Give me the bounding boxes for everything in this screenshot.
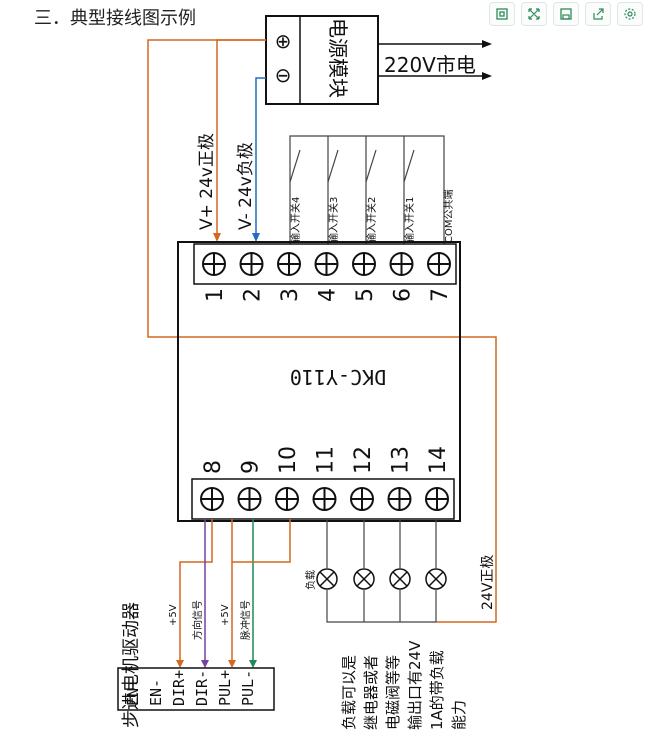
input-switch-3-label: 输入开关3 [327,197,340,243]
terminal-screw-icon [239,252,264,276]
notes: 负载可以是 继电器或者 电磁阀等等 输出口有24V 1A的带负载 能力 [340,640,468,730]
lamp-icon [425,568,447,590]
plus5v-a-label: +5V [168,604,179,626]
terminal-number: 8 [201,460,226,474]
load-lamp-icons [316,568,447,590]
terminal-screw-icon [275,487,299,511]
terminal-number: 6 [391,288,416,302]
terminal-screw-icon [389,252,414,276]
terminal-screw-icon [352,252,376,276]
input-switch-2-label: 输入开关2 [365,197,378,243]
share-button[interactable] [585,2,611,26]
v24-positive-label: 24V正极 [480,555,496,610]
mains-label: 220V市电 [384,53,476,77]
terminal-number: 10 [276,446,301,474]
terminal-number: 3 [278,288,303,302]
load-wires [326,519,437,623]
terminal-number: 12 [351,446,376,474]
share-icon [593,8,604,20]
terminal-screw-icon [427,252,451,276]
terminal-screw-icon [200,487,224,511]
terminal-number: 14 [426,446,451,474]
driver-pin-label: EN- [147,679,165,706]
v-plus-label: V+ 24v正极 [197,133,217,230]
terminal-screw-icon [425,487,449,511]
lamp-icon [316,568,338,590]
input-switch-1-label: 输入开关1 [403,197,416,243]
blue-24v-wire [252,77,266,242]
lamp-icon [353,568,375,590]
save-icon [560,8,572,20]
input-switch-lines [289,135,445,244]
terminal-number: 1 [203,288,228,302]
settings-icon [624,8,636,20]
terminal-number: 2 [241,288,266,302]
input-switch-4-label: 输入开关4 [289,197,302,243]
note-line-3: 电磁阀等等 [384,655,402,730]
com-label: COM公共端 [442,190,455,243]
driver-pin-label: EN+ [124,679,142,706]
driver-label: 步进电机驱动器 [121,602,142,728]
terminal-screw-icon [387,487,412,511]
terminal-screw-icon [312,487,337,511]
driver-pin-label: PUL- [239,670,257,706]
note-line-5: 1A的带负载 [428,650,446,730]
expand-icon [528,8,540,20]
driver-box [117,667,275,711]
pulse-signal-label: 脉冲信号 [239,600,252,640]
v-minus-label: V- 24v负极 [236,142,256,230]
driver-pin-label: DIR- [193,670,211,706]
controller-box [177,241,461,522]
save-button[interactable] [553,2,579,26]
fit-screen-icon [496,8,508,20]
note-line-4: 输出口有24V [406,640,424,730]
terminal-number: 7 [428,288,453,302]
expand-button[interactable] [521,2,547,26]
power-module-label: 电源模块 [326,18,350,98]
driver-wire-arrows [176,660,257,668]
terminal-number: 13 [389,446,414,474]
controller-model: DKC-Y110 [290,365,386,389]
terminal-number: 5 [353,288,378,302]
mains-lines [378,40,492,80]
note-line-6: 能力 [450,700,468,730]
terminal-screw-icon [202,252,226,276]
terminal-screw-icon [237,487,262,511]
direction-signal-label: 方向信号 [191,600,204,640]
bottom-terminal-strip [191,478,455,520]
driver-pin-label: DIR+ [170,670,188,706]
terminal-screw-icon [277,252,301,276]
driver-pin-label: PUL+ [216,670,234,706]
section-title: 三．典型接线图示例 [34,8,196,29]
power-plus-terminal: ⊕ [275,29,292,53]
terminal-screw-icon [350,487,374,511]
load-label: 负载 [304,570,317,590]
power-minus-terminal: ⊖ [275,63,292,87]
note-line-1: 负载可以是 [340,655,358,730]
settings-button[interactable] [617,2,643,26]
terminal-number: 4 [316,288,341,302]
lamp-icon [389,568,411,590]
plus5v-b-label: +5V [220,604,231,626]
toolbar [489,2,643,26]
terminal-screw-icon [314,252,339,276]
fit-screen-button[interactable] [489,2,515,26]
top-terminal-strip [193,243,457,285]
power-module: ⊕ ⊖ 电源模块 220V市电 [265,15,476,105]
terminal-number: 11 [314,446,339,474]
driver-signal-wires [179,519,291,664]
note-line-2: 继电器或者 [362,655,380,730]
orange-24v-wire [147,39,497,623]
driver-pins: EN+ EN- DIR+ DIR- PUL+ PUL- [124,670,257,706]
terminal-number: 9 [239,460,264,474]
